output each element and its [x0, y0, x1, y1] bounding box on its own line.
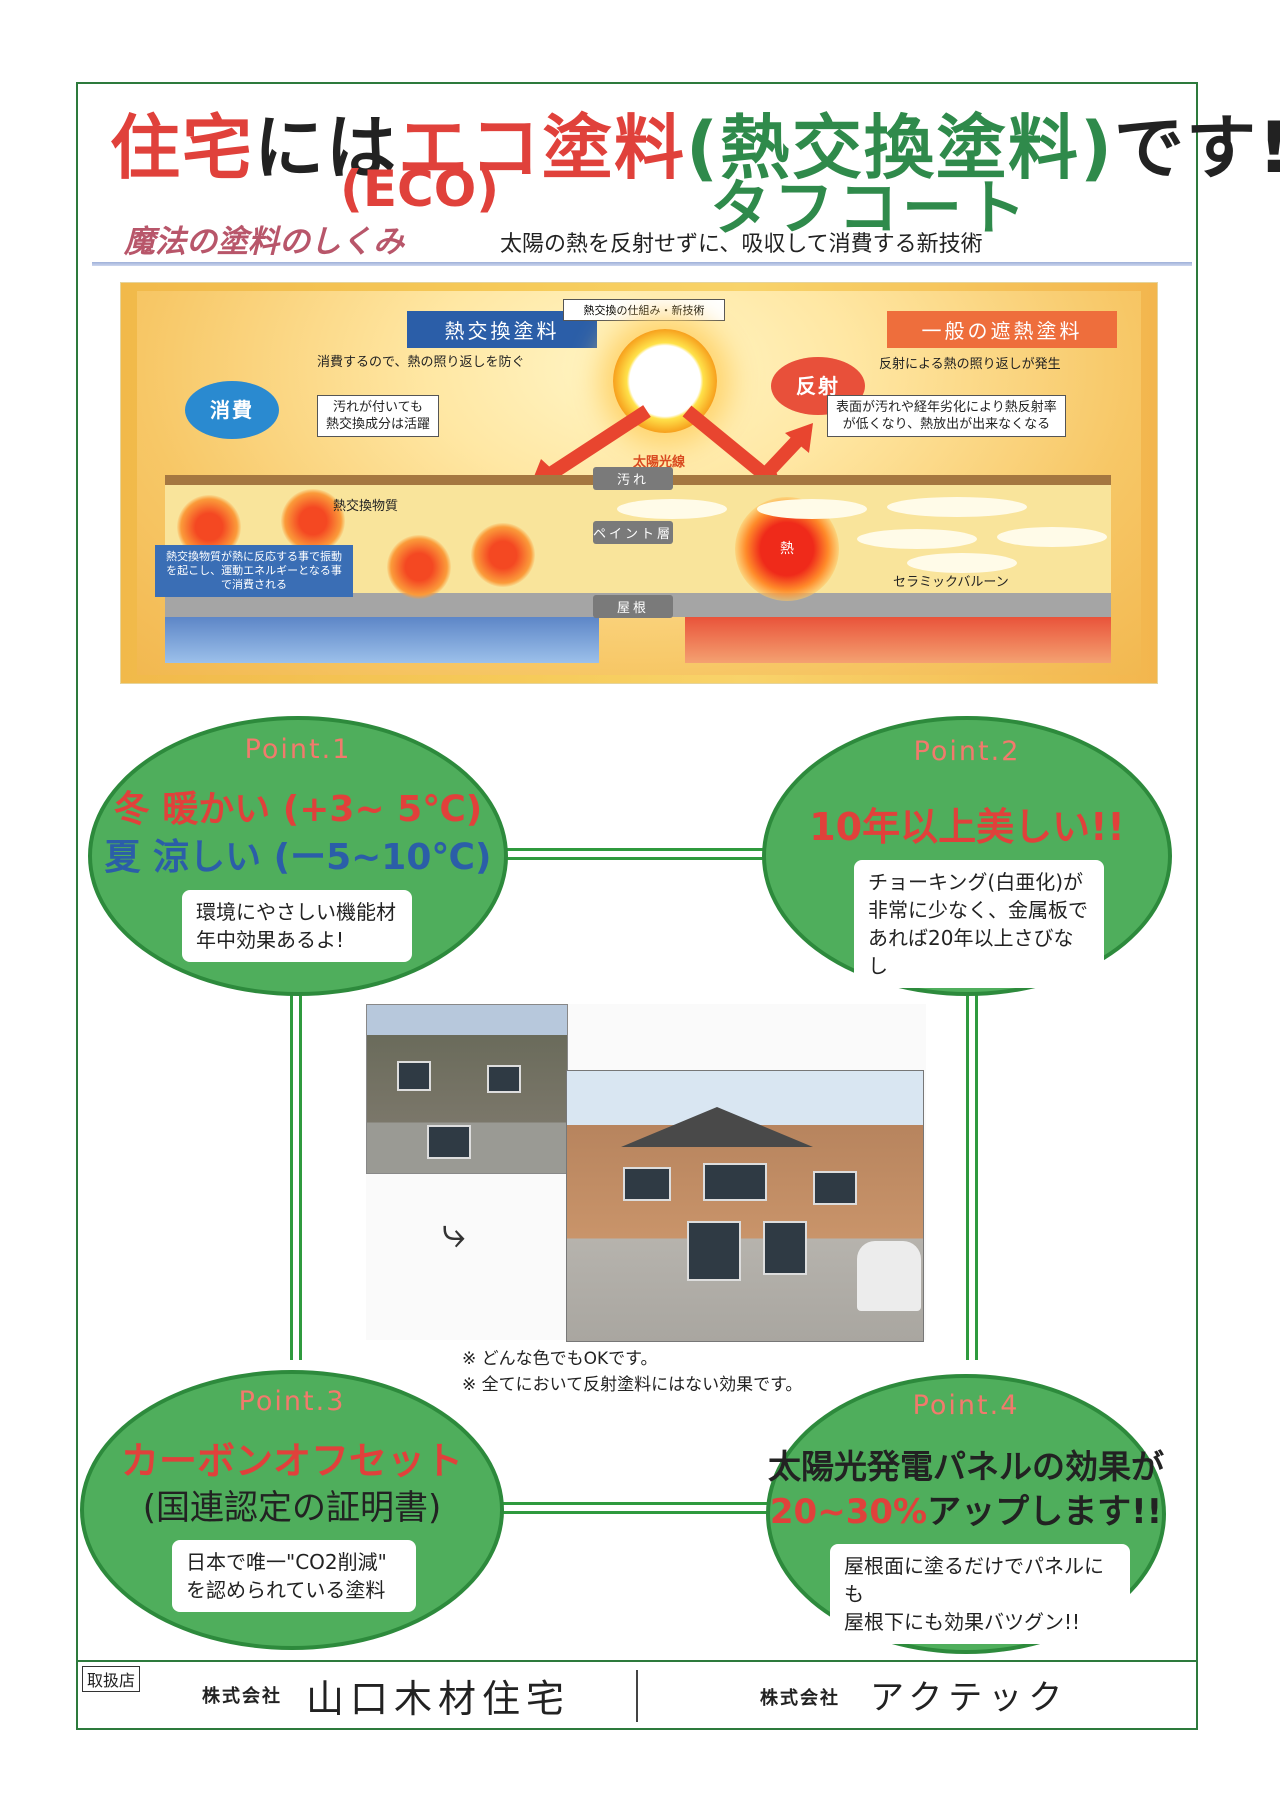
window: [487, 1065, 521, 1093]
point-1-box-line: 環境にやさしい機能材: [196, 900, 396, 924]
window: [703, 1163, 767, 1201]
point-2-box-line: 非常に少なく、金属板で: [868, 898, 1088, 922]
point-1-summer: 夏 涼しい (ー5~10℃): [104, 837, 492, 878]
window: [813, 1171, 857, 1205]
consume-bubble: 消費: [185, 381, 279, 439]
title-part-heat-exchange: (熱交換塗料): [686, 107, 1114, 189]
photo-note-2: ※ 全てにおいて反射塗料にはない効果です。: [462, 1375, 803, 1395]
point-2-box-line: あれば20年以上さびなし: [868, 926, 1074, 978]
house-after-image: [566, 1070, 924, 1342]
point-1-box-line: 年中効果あるよ!: [196, 928, 345, 952]
ceramic-balloon-label: セラミックバルーン: [893, 575, 1009, 590]
hot-layer: [685, 617, 1111, 663]
sunlight-label: 太陽光線: [633, 455, 686, 470]
exchange-ball-icon: [471, 523, 535, 587]
window: [763, 1221, 807, 1275]
roof-pill: 屋根: [593, 595, 673, 618]
page-title: 住宅にはエコ塗料(熱交換塗料)です!!: [110, 92, 1280, 189]
company-1-name: 山口木材住宅: [306, 1677, 571, 1721]
ceramic-balloon-icon: [857, 529, 977, 549]
connector-left: [290, 980, 302, 1360]
company-2-prefix: 株式会社: [760, 1688, 840, 1709]
mechanism-tag: 熱交換の仕組み・新技術: [563, 299, 725, 321]
point-4-subheading: 20~30%アップします!!: [766, 1484, 1166, 1533]
ceramic-balloon-icon: [757, 499, 867, 519]
exchange-ball-icon: [281, 489, 345, 553]
point-1-box: 環境にやさしい機能材 年中効果あるよ!: [182, 890, 412, 962]
point-2-heading: 10年以上美しい!!: [809, 805, 1125, 849]
point-4-label: Point.4: [912, 1390, 1020, 1421]
point-3-label: Point.3: [238, 1386, 346, 1417]
car-image: [857, 1241, 921, 1311]
ceramic-balloon-icon: [907, 553, 1017, 573]
roof: [621, 1107, 813, 1147]
header-divider: [92, 262, 1192, 266]
title-part-ni-wa: には: [254, 107, 398, 189]
point-4-box-line: 屋根面に塗るだけでパネルにも: [844, 1554, 1104, 1606]
point-3-heading: カーボンオフセット: [120, 1439, 463, 1483]
footer-divider: [76, 1660, 1198, 1662]
point-4-box: 屋根面に塗るだけでパネルにも 屋根下にも効果バツグン!!: [830, 1544, 1130, 1644]
point-1-label: Point.1: [244, 734, 352, 765]
point-3-subheading: (国連認定の証明書): [142, 1488, 442, 1528]
window: [687, 1221, 741, 1281]
product-name: タフコート: [710, 174, 1030, 244]
point-4-heading: 太陽光発電パネルの効果が: [768, 1447, 1164, 1486]
point-2-label: Point.2: [913, 736, 1021, 767]
right-box-note: 表面が汚れや経年劣化により熱反射率 が低くなり、熱放出が出来なくなる: [827, 395, 1066, 437]
diagram-canvas: 熱交換塗料 一般の遮熱塗料 熱交換の仕組み・新技術 消費 反射 消費するので、熱…: [137, 291, 1141, 675]
window: [427, 1125, 471, 1159]
title-part-desu: です!!: [1113, 107, 1280, 189]
photo-note-1: ※ どんな色でもOKです。: [462, 1349, 658, 1369]
page-frame: [76, 82, 1198, 1730]
point-4-up: アップします!!: [927, 1492, 1163, 1532]
title-part-eco-paint: エコ塗料: [398, 107, 686, 189]
point-2-box: チョーキング(白亜化)が 非常に少なく、金属板で あれば20年以上さびなし: [854, 860, 1104, 988]
magic-heading: 魔法の塗料のしくみ: [124, 224, 405, 260]
mechanism-diagram: 熱交換塗料 一般の遮熱塗料 熱交換の仕組み・新技術 消費 反射 消費するので、熱…: [120, 282, 1158, 684]
dirt-pill: 汚れ: [593, 467, 673, 490]
exchange-ball-icon: [387, 535, 451, 599]
point-3-box-line: 日本で唯一"CO2削減": [186, 1550, 387, 1574]
sunlight-arrows-icon: [529, 405, 813, 489]
point-4-percent: 20~30%: [769, 1492, 928, 1532]
company-1-prefix: 株式会社: [202, 1686, 282, 1707]
window: [623, 1167, 671, 1201]
company-2-name: アクテック: [870, 1678, 1069, 1718]
connector-top: [480, 848, 800, 860]
point-3-box: 日本で唯一"CO2削減" を認められている塗料: [172, 1540, 416, 1612]
point-4-box-line: 屋根下にも効果バツグン!!: [844, 1610, 1081, 1634]
eco-label: (ECO): [340, 160, 500, 218]
cool-layer: [165, 617, 599, 663]
exchange-substance-label: 熱交換物質: [333, 499, 399, 514]
dealer-tag: 取扱店: [82, 1666, 141, 1692]
ceramic-balloon-icon: [997, 527, 1107, 547]
point-3-box-line: を認められている塗料: [186, 1578, 386, 1602]
connector-right: [966, 980, 978, 1360]
ceramic-balloon-icon: [617, 499, 727, 519]
ceramic-balloon-icon: [887, 497, 1027, 517]
arrow-icon: ⤷: [442, 1208, 466, 1257]
footer-separator: [636, 1670, 638, 1722]
subtitle: 太陽の熱を反射せずに、吸収して消費する新技術: [500, 232, 983, 257]
point-1-winter: 冬 暖かい (+3~ 5℃): [113, 789, 483, 830]
paint-layer-pill: ペイント層: [593, 521, 673, 544]
before-after-photos: ⤷: [366, 1004, 926, 1342]
left-note: 消費するので、熱の照り返しを防ぐ: [317, 355, 525, 370]
window: [397, 1061, 431, 1091]
left-box-note: 汚れが付いても 熱交換成分は活躍: [317, 395, 440, 437]
house-before-image: [366, 1004, 568, 1174]
point-2-box-line: チョーキング(白亜化)が: [868, 870, 1084, 894]
right-note: 反射による熱の照り返しが発生: [879, 357, 1061, 372]
exchange-explanation: 熱交換物質が熱に反応する事で振動を起こし、運動エネルギーとなる事で消費される: [155, 545, 353, 597]
title-part-house: 住宅: [110, 107, 254, 189]
connector-bottom: [480, 1502, 800, 1514]
general-paint-label: 一般の遮熱塗料: [887, 311, 1117, 348]
